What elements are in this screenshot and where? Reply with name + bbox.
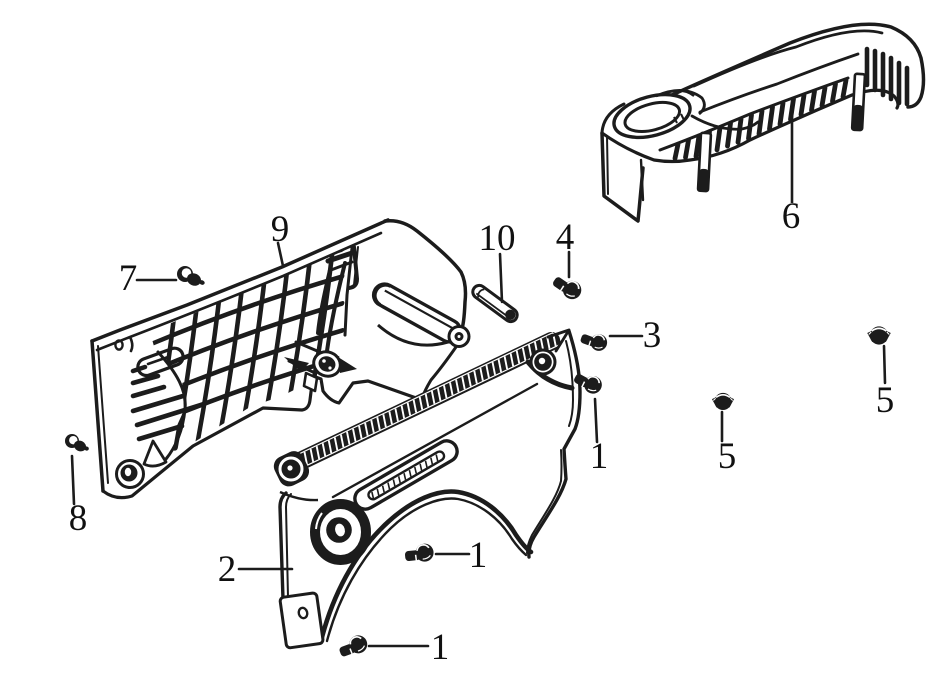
- svg-text:1: 1: [431, 627, 450, 668]
- svg-text:2: 2: [218, 549, 237, 590]
- svg-text:7: 7: [119, 258, 138, 299]
- svg-text:8: 8: [69, 498, 88, 539]
- svg-text:6: 6: [782, 196, 801, 237]
- svg-text:5: 5: [876, 380, 895, 421]
- svg-text:3: 3: [643, 315, 662, 356]
- svg-text:10: 10: [479, 218, 516, 259]
- svg-text:9: 9: [271, 209, 290, 250]
- svg-text:5: 5: [718, 436, 737, 477]
- svg-text:1: 1: [469, 535, 488, 576]
- svg-text:4: 4: [556, 217, 575, 258]
- svg-text:1: 1: [590, 436, 609, 477]
